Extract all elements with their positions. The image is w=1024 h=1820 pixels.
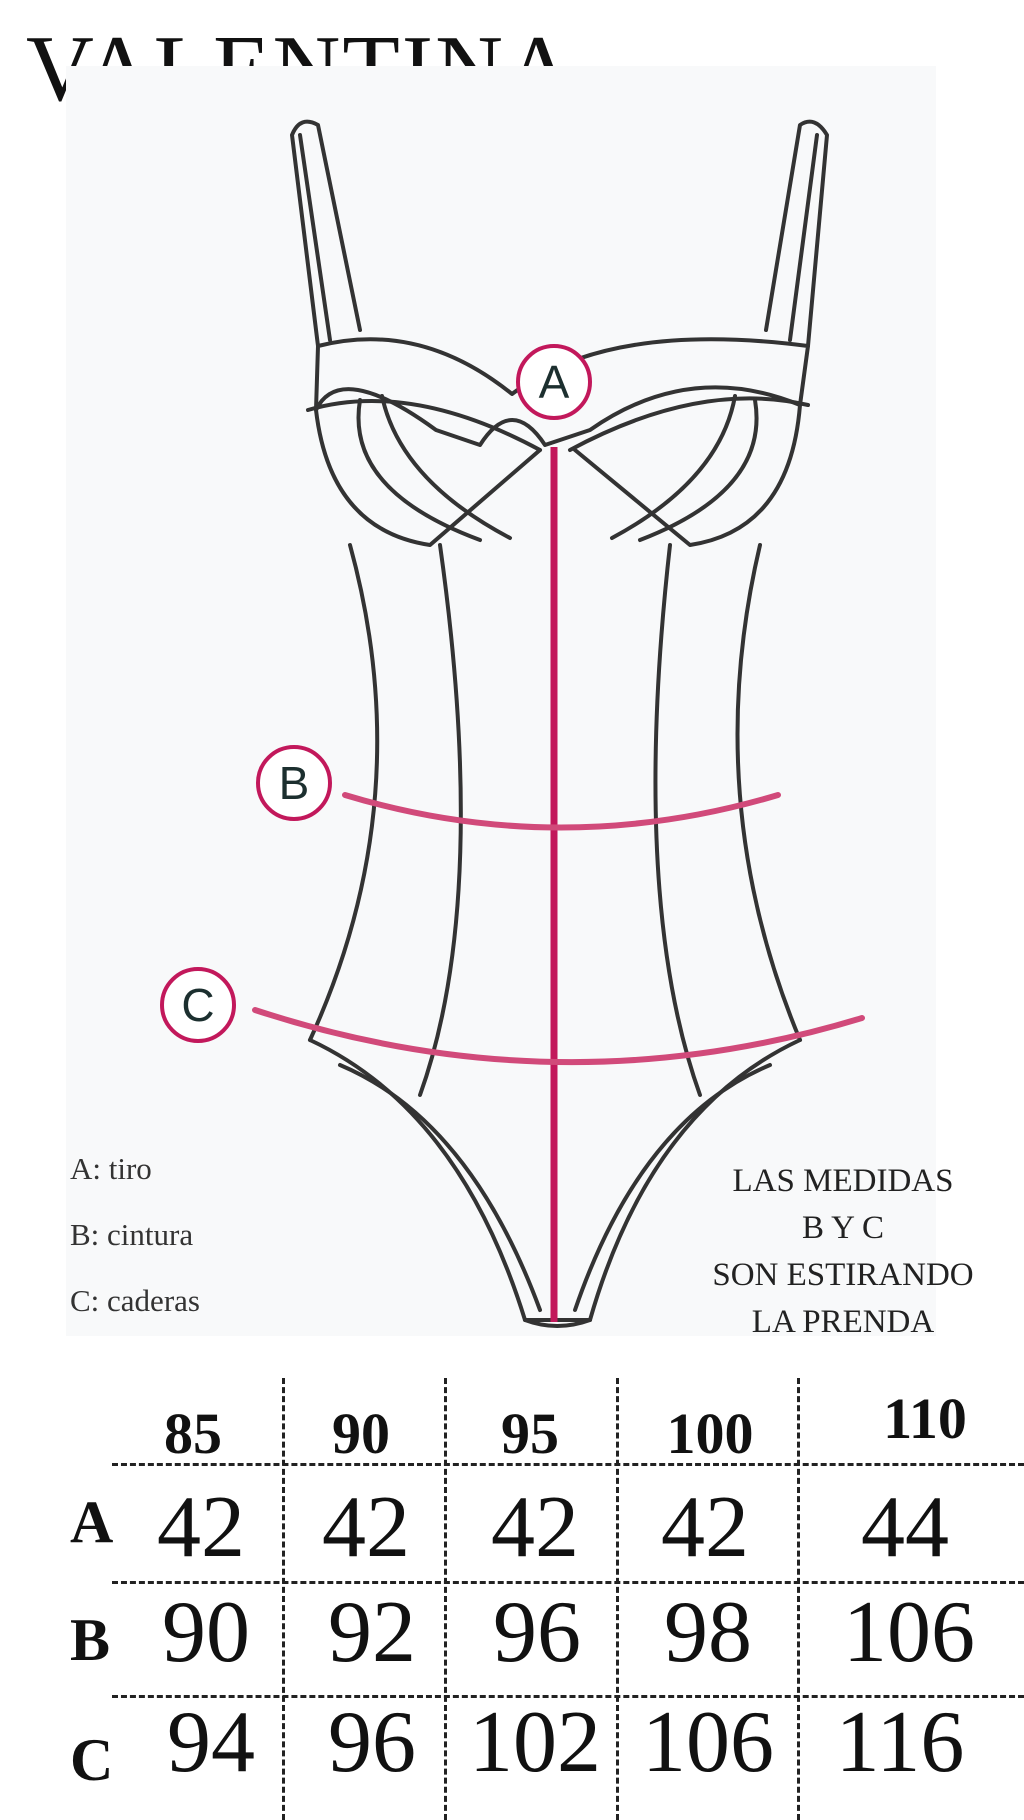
stretch-note: LAS MEDIDAS B Y C SON ESTIRANDO LA PREND… [678,1158,1008,1346]
size-cell: 96 [493,1584,581,1681]
size-cell: 42 [157,1479,245,1576]
marker-b: B [256,745,332,821]
row-divider [112,1581,1024,1584]
size-cell: 42 [491,1479,579,1576]
note-line: B Y C [802,1210,884,1246]
size-header: 90 [332,1401,390,1466]
size-cell: 116 [835,1694,965,1791]
bodysuit-diagram: A B C [160,119,865,1328]
legend-a: A: tiro [70,1151,152,1186]
size-cell: 96 [328,1694,416,1791]
column-divider [797,1378,800,1820]
size-header: 110 [883,1386,967,1451]
svg-text:C: C [181,979,214,1031]
row-divider [112,1463,1024,1466]
size-cell: 102 [469,1694,601,1791]
marker-a: A [516,344,592,420]
row-label-a: A [70,1489,114,1555]
size-cell: 42 [322,1479,410,1576]
size-cell: 94 [167,1694,255,1791]
bodysuit-outline [290,119,829,1328]
column-divider [616,1378,619,1820]
marker-c: C [160,967,236,1043]
note-line: LAS MEDIDAS [732,1163,954,1199]
svg-text:B: B [279,757,310,809]
size-header: 95 [501,1401,559,1466]
size-cell: 42 [661,1479,749,1576]
size-cell: 98 [664,1584,752,1681]
size-cell: 90 [162,1584,250,1681]
note-line: LA PRENDA [751,1304,935,1340]
row-divider [112,1695,1024,1698]
size-header: 85 [164,1401,222,1466]
size-header: 100 [666,1401,754,1466]
row-label-c: C [70,1727,114,1793]
measure-line-c [252,1007,865,1066]
diagram-panel [66,66,936,1336]
column-divider [444,1378,447,1820]
measure-line-b [342,792,781,831]
size-cell: 106 [642,1694,774,1791]
column-divider [282,1378,285,1820]
size-cell: 106 [843,1584,975,1681]
size-cell: 92 [328,1584,416,1681]
legend-b: B: cintura [70,1217,194,1252]
row-label-b: B [70,1607,111,1673]
size-cell: 44 [861,1479,949,1576]
note-line: SON ESTIRANDO [712,1257,974,1293]
legend-c: C: caderas [70,1283,200,1318]
svg-text:A: A [539,356,570,408]
